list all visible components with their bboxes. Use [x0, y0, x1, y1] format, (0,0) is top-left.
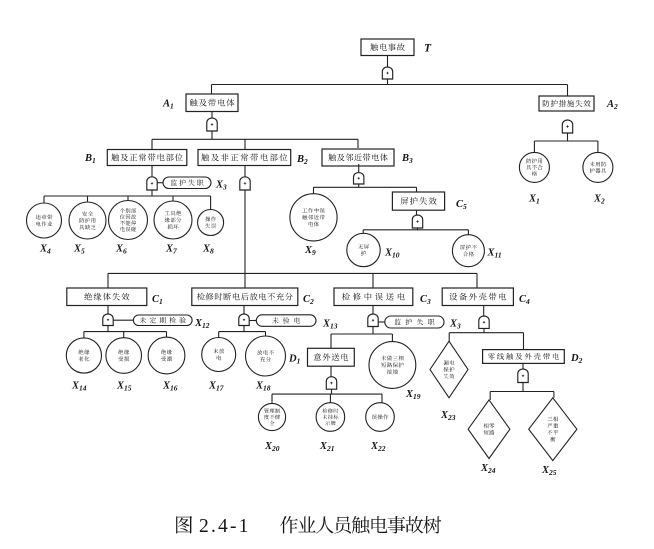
svg-text:X2: X2	[593, 194, 605, 206]
svg-text:X3: X3	[449, 319, 461, 331]
svg-text:X11: X11	[487, 248, 502, 260]
svg-text:X6: X6	[115, 244, 127, 256]
svg-text:X9: X9	[304, 245, 316, 257]
svg-text:X18: X18	[255, 381, 271, 393]
svg-text:C2: C2	[303, 294, 314, 306]
svg-text:D1: D1	[288, 354, 300, 366]
svg-text:X12: X12	[194, 318, 210, 330]
svg-text:X8: X8	[202, 244, 214, 256]
svg-text:X14: X14	[71, 381, 87, 393]
svg-text:X5: X5	[73, 244, 85, 256]
svg-text:2.4-1: 2.4-1	[199, 516, 251, 537]
svg-text:C5: C5	[456, 199, 467, 211]
svg-text:X22: X22	[370, 441, 386, 453]
svg-text:B3: B3	[401, 153, 413, 165]
svg-text:X16: X16	[162, 381, 178, 393]
svg-text:X7: X7	[165, 244, 177, 256]
svg-text:C1: C1	[152, 294, 163, 306]
svg-text:C3: C3	[420, 294, 431, 306]
svg-text:X4: X4	[39, 244, 51, 256]
svg-text:A1: A1	[162, 99, 174, 111]
svg-text:X25: X25	[541, 465, 557, 477]
svg-text:X15: X15	[116, 381, 132, 393]
svg-text:X23: X23	[440, 410, 456, 422]
svg-text:X20: X20	[264, 441, 280, 453]
svg-text:X10: X10	[384, 248, 400, 260]
svg-text:T: T	[424, 43, 432, 55]
svg-text:B1: B1	[84, 153, 96, 165]
svg-text:A2: A2	[606, 99, 618, 111]
svg-text:X21: X21	[319, 441, 335, 453]
svg-text:X19: X19	[405, 389, 421, 401]
svg-text:X1: X1	[528, 194, 540, 206]
svg-text:X3: X3	[215, 180, 227, 192]
svg-text:D2: D2	[570, 353, 583, 365]
svg-text:B2: B2	[296, 154, 308, 166]
svg-text:X24: X24	[480, 463, 496, 475]
svg-text:X17: X17	[208, 381, 224, 393]
svg-text:X13: X13	[322, 319, 338, 331]
svg-text:C4: C4	[519, 294, 530, 306]
